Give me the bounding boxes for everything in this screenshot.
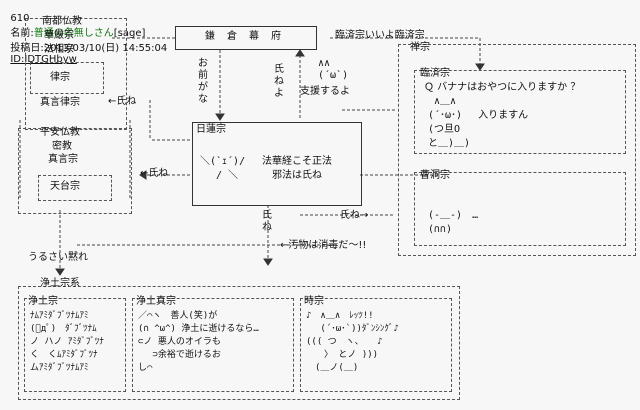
date-label: 投稿日: xyxy=(10,43,44,54)
jodo-line-4: ムｱﾐﾀﾞﾌﾞﾂﾅﾑｱﾐ xyxy=(30,363,89,373)
nichiren-line1: 法華経こそ正法 xyxy=(262,156,332,167)
post-date: 2013/03/10(日) 14:55:04 xyxy=(43,43,168,54)
heian-box xyxy=(18,128,132,214)
shingon-ritsu-label: 真言律宗 xyxy=(40,97,80,108)
shin-line-3: ⊃余裕で逝けるお xyxy=(138,350,221,360)
poster-id[interactable]: ID:IDTGHbyw xyxy=(10,54,77,65)
ji-line-0: ♪ ∧＿∧ ﾚｯﾂ!! xyxy=(306,311,374,321)
aa-cat-face: (´ω`) xyxy=(318,70,349,81)
rinzai-aa1: ∧＿∧ xyxy=(434,96,457,107)
heian-title: 平安仏教 xyxy=(40,127,80,138)
name-label: 名前: xyxy=(10,28,34,39)
zen-box xyxy=(398,44,636,256)
ji-box xyxy=(300,298,452,392)
jodo-line-0: ﾅﾑｱﾐﾀﾞﾌﾞﾂﾅﾑｱﾐ xyxy=(30,311,89,321)
rinzai-aa2: (´･ω･) 入りますん xyxy=(428,110,529,121)
aa-cat-top: ∧∧ xyxy=(318,58,331,69)
shin-line-0: ／⌒ヽ 善人(笑)が xyxy=(138,311,218,321)
nanto-box xyxy=(25,18,127,130)
jodo-group-title: 浄土宗系 xyxy=(40,278,80,289)
shin-title: 浄土真宗 xyxy=(136,296,176,307)
shineyo-label: 氏ねよ xyxy=(274,64,284,99)
arrow-shine-c: 氏ね→ xyxy=(340,210,369,221)
jodo-title: 浄土宗 xyxy=(28,296,58,307)
jodo-group-box xyxy=(18,286,460,400)
nichiren-title: 日蓮宗 xyxy=(196,124,226,135)
nichiren-face2: / ＼ xyxy=(216,170,239,181)
ji-line-1: (´･ω･`))ﾀﾞﾝｼﾝｸﾞ♪ xyxy=(306,324,399,334)
arrow-shine-a: ←氏ね xyxy=(108,96,137,107)
urusai-label: うるさい黙れ xyxy=(28,252,88,263)
soto-aa1: (-＿-) … xyxy=(428,210,479,221)
rinzai-box xyxy=(414,70,626,154)
shingon-label: 真言宗 xyxy=(48,154,78,165)
tendai-label: 天台宗 xyxy=(50,181,80,192)
jodo-line-1: (ﾟдﾟ) ﾀﾞﾌﾞﾂﾅﾑ xyxy=(30,324,97,334)
post-header: 610 名前:普通の名無しさん[sage] 投稿日:2013/03/10(日) … xyxy=(4,2,167,65)
post-number: 610 xyxy=(10,13,30,24)
kegare-label: ←汚物は消毒だ〜!! xyxy=(280,240,367,251)
nichiren-face: ＼(`ｪ´)/ xyxy=(200,156,246,167)
ji-title: 時宗 xyxy=(304,296,324,307)
zen-title: 禅宗 xyxy=(410,42,430,53)
omaegana-label: お前がな xyxy=(198,58,208,105)
tendai-box xyxy=(38,175,112,201)
jodo-line-2: ノ ハノ ｱﾐﾀﾞﾌﾞﾂﾅ xyxy=(30,337,104,347)
soto-aa2: (∩∩) xyxy=(428,224,453,235)
jodo-line-3: く くﾑｱﾐﾀﾞﾌﾞﾂﾅ xyxy=(30,350,98,360)
ji-line-3: 〉 とノ ))) xyxy=(306,350,379,360)
soto-title: 曹洞宗 xyxy=(420,170,450,181)
poster-name[interactable]: 普通の名無しさん xyxy=(33,28,114,39)
rinzai-aa3: (つ旦O xyxy=(428,124,461,135)
hosso-label: 法相宗 xyxy=(44,44,74,55)
ritsu-box xyxy=(30,62,104,94)
shin-line-2: ⊂ノ 悪人のオイラも xyxy=(138,337,221,347)
nanto-title: 南都仏教 xyxy=(42,16,82,27)
rinzai-title: 臨済宗 xyxy=(420,68,450,79)
jodo-box xyxy=(24,298,126,392)
mikkyo-label: 密教 xyxy=(52,141,72,152)
nichiren-line2: 邪法は氏ね xyxy=(272,170,322,181)
ji-line-4: (＿ノ(＿) xyxy=(306,363,359,373)
mail-field: [sage] xyxy=(113,28,146,39)
rinzai-iiyo-label: 臨済宗いいよ臨済宗 xyxy=(335,30,425,41)
shien-label: 支援するよ xyxy=(300,86,350,97)
kegon-label: 華厳宗 xyxy=(44,30,74,41)
rinzai-aa4: と＿)＿) xyxy=(428,138,471,149)
arrow-shine-b: ←氏ね xyxy=(140,168,169,179)
shin-line-4: し⌒ xyxy=(138,363,153,373)
ritsu-label: 律宗 xyxy=(50,72,70,83)
rinzai-question: Ｑ バナナはおやつに入りますか ？ xyxy=(424,82,581,93)
nichiren-box xyxy=(192,122,362,206)
shin-line-1: (∩ ^ω^) 浄土に逝けるなら… xyxy=(138,324,259,334)
shin-box xyxy=(132,298,294,392)
shine-d-label: 氏ね xyxy=(262,210,272,233)
kamakura-label: 鎌倉幕府 xyxy=(205,31,293,42)
soto-box xyxy=(414,172,626,246)
ji-line-2: ((( つ ヽ、 ♪ xyxy=(306,337,383,347)
kamakura-box xyxy=(175,26,317,50)
